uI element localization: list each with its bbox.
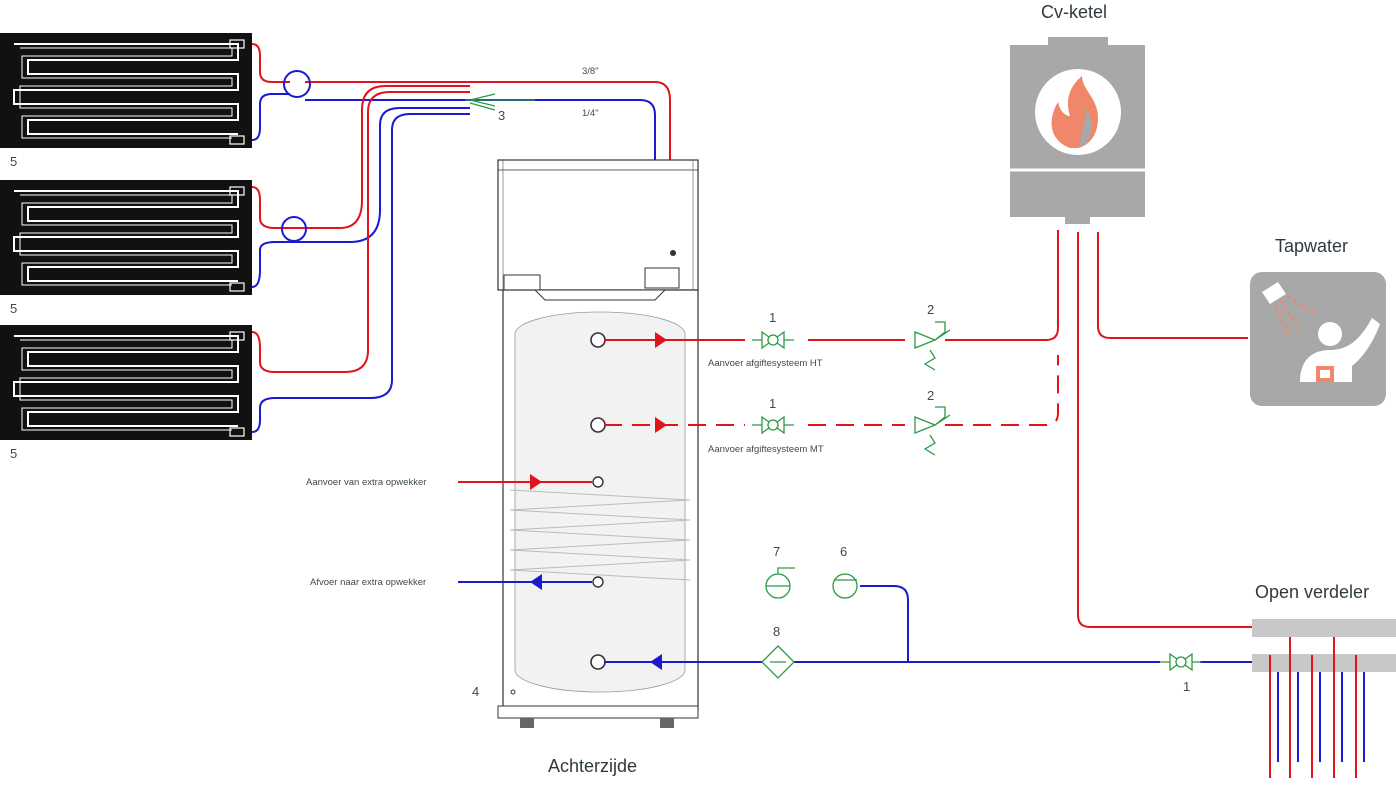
manifold-3: [465, 93, 535, 111]
mixer-ht-number: 2: [927, 302, 934, 317]
panel-group: 5 5 5: [0, 33, 252, 461]
panel-supply-pipe: [251, 43, 290, 83]
label-ht: Aanvoer afgiftesysteem HT: [708, 358, 823, 369]
ball-valve-ht: [752, 330, 794, 350]
pipe-size-supply: 3/8": [582, 66, 599, 77]
pipe-size-return: 1/4": [582, 108, 599, 119]
mixing-valve-mt: [914, 406, 951, 456]
boiler: [1010, 37, 1145, 224]
panel-1-number: 5: [10, 154, 17, 169]
boiler-verdeler-pipe: [1077, 232, 1252, 628]
shower-person-icon: [1262, 282, 1380, 382]
label-mt: Aanvoer afgiftesysteem MT: [708, 444, 824, 455]
item-6-number: 6: [840, 544, 847, 559]
ball-valve-mt: [752, 415, 794, 435]
valve-ht-number: 1: [769, 310, 776, 325]
mixing-valve-ht: [914, 321, 951, 371]
collector-panel-1: [0, 33, 252, 148]
mt-supply-line: [604, 355, 1059, 456]
label-extra-in: Aanvoer van extra opwekker: [306, 477, 426, 488]
filter-number: 8: [773, 624, 780, 639]
achterzijde-title: Achterzijde: [548, 756, 637, 776]
panel-return-pipe: [251, 93, 290, 141]
ball-valve-bottom: [1160, 652, 1202, 672]
storage-tank: [497, 159, 699, 728]
tapwater: [1250, 272, 1386, 406]
open-verdeler-title: Open verdeler: [1255, 582, 1369, 602]
valve-mt-number: 1: [769, 396, 776, 411]
valve-bottom-number: 1: [1183, 679, 1190, 694]
panel-2-number: 5: [10, 301, 17, 316]
tapwater-title: Tapwater: [1275, 236, 1348, 256]
label-extra-out: Afvoer naar extra opwekker: [310, 577, 426, 588]
tank-number: 4: [472, 684, 479, 699]
return-line: [604, 567, 1252, 679]
collector-panel-2: [0, 180, 252, 295]
expansion-7: [765, 567, 795, 599]
boiler-title: Cv-ketel: [1041, 2, 1107, 22]
panel-3-number: 5: [10, 446, 17, 461]
mixer-mt-number: 2: [927, 388, 934, 403]
manifold-number: 3: [498, 108, 505, 123]
collector-panel-3: [0, 325, 252, 440]
extra-generator-lines: [458, 474, 592, 590]
pump-6: [832, 573, 858, 599]
item-7-number: 7: [773, 544, 780, 559]
panel-piping: 3 3/8" 1/4": [251, 43, 678, 433]
boiler-tapwater-pipe: [1097, 232, 1248, 339]
filter-8: [761, 645, 795, 679]
ht-supply-line: [604, 230, 1059, 371]
open-verdeler: [1252, 619, 1396, 778]
